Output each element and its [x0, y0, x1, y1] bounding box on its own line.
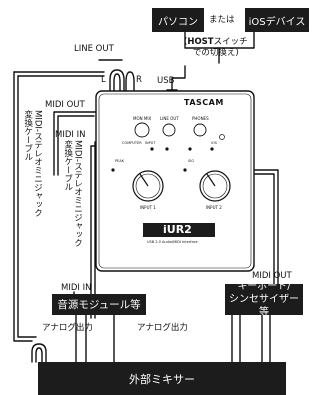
line-out-plug-r: [125, 71, 135, 97]
keyboard-label-1: キーボード/: [237, 281, 291, 292]
model-badge: [143, 223, 215, 237]
device-mon-mix: MON MIX: [133, 116, 152, 121]
or-label: または: [209, 15, 235, 25]
host-note-line2: での切換え: [192, 47, 236, 58]
usb-label: USB: [157, 76, 175, 86]
external-mixer-label: 外部ミキサー: [129, 372, 195, 386]
keyboard-cable: [249, 169, 279, 285]
keyboard-label-2: シンセサイザー等: [229, 294, 299, 318]
midi-out-cable-inner: [57, 115, 95, 176]
midi-in-bottom-label: MIDI IN: [61, 283, 92, 293]
line-out-knob: [162, 123, 176, 137]
host-note-bold: HOST: [187, 37, 214, 47]
external-mixer-box: 外部ミキサー: [38, 362, 286, 395]
line-out-label: LINE OUT: [74, 44, 114, 54]
midi-out-top-label: MIDI OUT: [45, 100, 85, 110]
cable-left-text: MIDI-ステレオミニジャック 変換ケーブル: [22, 110, 43, 217]
device-input2: INPUT 2: [206, 205, 222, 210]
iur2-device: [95, 90, 255, 272]
midi-out-bottom-label: MIDI OUT: [252, 271, 292, 281]
phones-knob: [193, 123, 207, 137]
sound-module-box: 音源モジュール等: [52, 294, 146, 315]
sound-module-label: 音源モジュール等: [57, 299, 141, 311]
host-note-rest: スイッチ: [213, 37, 248, 47]
device-brand: TASCAM: [184, 98, 224, 107]
line-out-loop-left-inner: [17, 75, 37, 338]
analog-out-label-2: アナログ出力: [137, 323, 188, 333]
device-phones: PHONES: [192, 116, 209, 121]
host-switch-note: (HOSTスイッチ での切換え): [184, 37, 248, 58]
line-out-l-label: L: [101, 75, 106, 85]
mixer-plug: [31, 343, 47, 363]
mon-mix-knob: [134, 122, 150, 138]
keyboard-cable-inner: [249, 173, 275, 285]
line-out-plug-l: [109, 69, 125, 97]
midi-out-cable: [53, 111, 99, 176]
cable-label-left: MIDI-ステレオミニジャック 変換ケーブル: [22, 110, 43, 217]
pc-label: パソコン: [158, 16, 198, 28]
device-subtitle: USB 2.0 Audio/MIDI Interface: [147, 240, 198, 244]
device-ios: iOS: [211, 141, 217, 145]
ios-label: iOSデバイス: [248, 16, 306, 28]
device-input: INPUT: [145, 141, 156, 145]
indicator-led: [219, 134, 225, 140]
device-peak: PEAK: [115, 159, 125, 163]
ios-box: iOSデバイス: [245, 8, 309, 32]
line-out-plug-l-inner: [113, 73, 121, 97]
device-input1: INPUT 1: [140, 205, 156, 210]
line-out-loop-left: [13, 71, 33, 342]
device-computer: COMPUTER: [122, 141, 142, 145]
device-model: iUR2: [163, 223, 192, 236]
cable-label-right: MIDI-ステレオミニジャック 変換ケーブル: [62, 140, 83, 247]
pc-box: パソコン: [152, 8, 204, 32]
line-out-r-label: R: [136, 75, 142, 85]
midi-in-top-label: MIDI IN: [55, 130, 86, 140]
cable-right-text: MIDI-ステレオミニジャック 変換ケーブル: [62, 140, 83, 247]
analog-out-label-1: アナログ出力: [42, 323, 93, 333]
device-sig: SIG: [188, 159, 194, 163]
mixer-plug-inner: [35, 347, 43, 363]
device-line-out: LINE OUT: [160, 116, 179, 121]
keyboard-box: キーボード/ シンセサイザー等: [225, 281, 303, 318]
